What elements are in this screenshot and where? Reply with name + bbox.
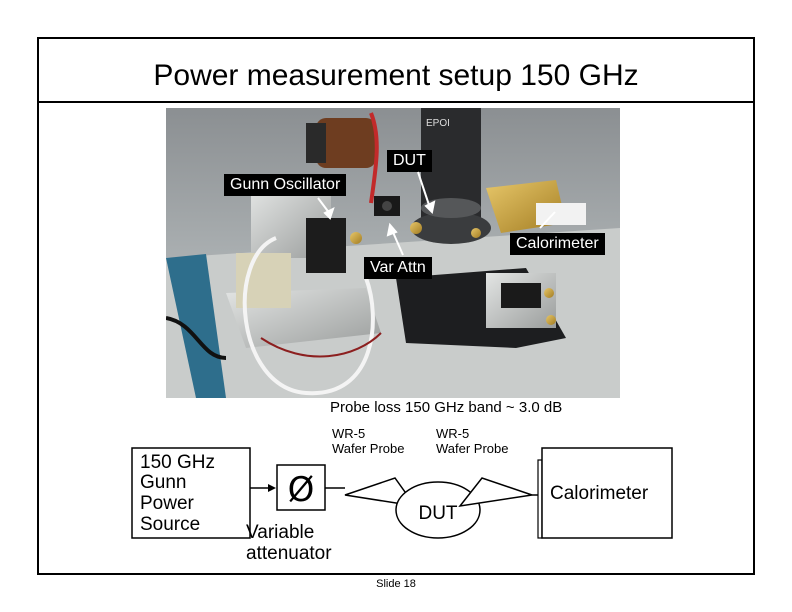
right-wafer-probe bbox=[458, 477, 533, 508]
calorimeter-label: Calorimeter bbox=[550, 483, 649, 504]
right-probe-label: WR-5 Wafer Probe bbox=[436, 426, 509, 456]
dut-callout-arrowhead bbox=[424, 200, 436, 215]
attenuator-line-1: Variable bbox=[246, 522, 314, 543]
attenuator-line-2: attenuator bbox=[246, 543, 332, 564]
slide-number: Slide 18 bbox=[376, 578, 416, 590]
calorimeter-callout-arrow bbox=[539, 211, 556, 229]
dut-callout-arrow bbox=[417, 171, 431, 209]
source-line-3: Power bbox=[140, 493, 195, 514]
attenuator-label: Variable attenuator bbox=[246, 522, 332, 564]
slide-title: Power measurement setup 150 GHz bbox=[153, 59, 639, 92]
source-line-1: 150 GHz bbox=[140, 452, 215, 473]
right-probe-line-2: Wafer Probe bbox=[436, 441, 509, 456]
source-line-2: Gunn bbox=[140, 472, 186, 493]
source-box bbox=[131, 447, 251, 539]
dut-ellipse bbox=[395, 481, 481, 539]
var-attn-callout-arrow bbox=[391, 229, 404, 256]
left-probe-line-1: WR-5 bbox=[332, 426, 365, 441]
left-probe-label: WR-5 Wafer Probe bbox=[332, 426, 405, 456]
right-probe-line-1: WR-5 bbox=[436, 426, 469, 441]
source-label: 150 GHz Gunn Power Source bbox=[140, 452, 220, 535]
source-line-4: Source bbox=[140, 514, 200, 535]
probe-loss-caption: Probe loss 150 GHz band ~ 3.0 dB bbox=[330, 399, 563, 416]
setup-photo-illustration: EPOI bbox=[166, 108, 620, 398]
gunn-callout-arrowhead bbox=[323, 207, 335, 220]
attenuator-box bbox=[276, 464, 326, 511]
title-divider bbox=[37, 101, 755, 103]
setup-photo: EPOI bbox=[166, 108, 620, 398]
svg-text:EPOI: EPOI bbox=[426, 118, 450, 129]
attenuator-symbol: Ø bbox=[288, 470, 315, 510]
callout-calorimeter: Calorimeter bbox=[510, 233, 605, 255]
calorimeter-box bbox=[541, 447, 673, 539]
arrowhead-source-to-attenuator bbox=[268, 484, 276, 492]
callout-dut: DUT bbox=[387, 150, 432, 172]
slide-frame bbox=[37, 37, 755, 575]
left-probe-line-2: Wafer Probe bbox=[332, 441, 405, 456]
var-attn-callout-arrowhead bbox=[386, 222, 398, 237]
block-diagram: 150 GHz Gunn Power Source Ø Variable att… bbox=[131, 426, 673, 564]
dut-label: DUT bbox=[418, 503, 457, 524]
callout-var-attn: Var Attn bbox=[364, 257, 432, 279]
callout-gunn-oscillator: Gunn Oscillator bbox=[224, 174, 347, 196]
